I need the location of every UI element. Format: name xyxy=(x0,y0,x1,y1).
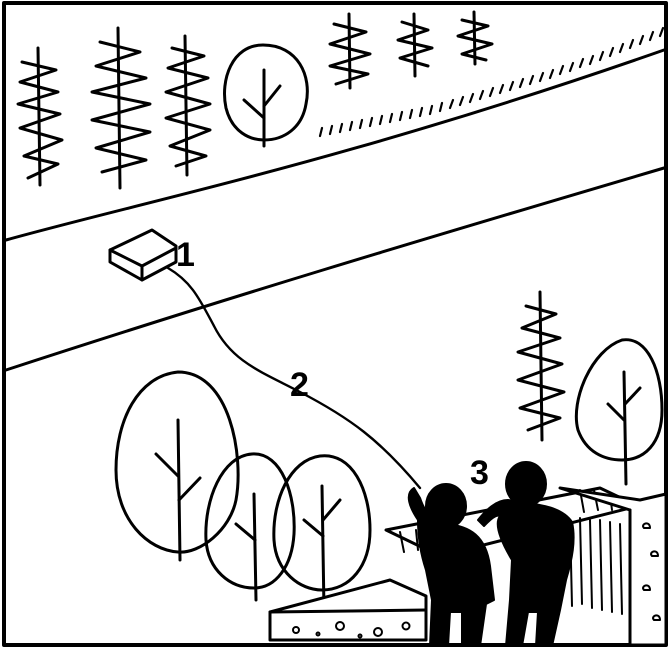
conifer-tree-icon xyxy=(328,12,372,90)
hedge-icon xyxy=(114,370,240,562)
road-lower-edge xyxy=(4,166,666,372)
hedge-icon xyxy=(204,452,296,602)
hatched-embankment xyxy=(318,26,665,138)
deciduous-tree-icon xyxy=(223,43,309,148)
conifer-tree-icon xyxy=(90,26,152,190)
conifer-tree-icon xyxy=(16,46,64,187)
deciduous-tree-icon xyxy=(574,338,664,486)
callout-2-label: 2 xyxy=(290,366,309,404)
road-upper-edge xyxy=(4,48,666,242)
conifer-tree-icon xyxy=(396,12,434,78)
person-silhouette-icon xyxy=(407,483,495,647)
hedge-icon xyxy=(272,454,372,612)
callout-1-label: 1 xyxy=(176,236,195,274)
conifer-tree-icon xyxy=(516,290,566,442)
person-silhouette-icon xyxy=(477,461,575,647)
conifer-tree-icon xyxy=(456,10,494,66)
box-icon xyxy=(108,228,178,282)
cable-line xyxy=(166,266,422,490)
callout-3-label: 3 xyxy=(470,454,489,492)
conifer-tree-icon xyxy=(164,34,212,177)
